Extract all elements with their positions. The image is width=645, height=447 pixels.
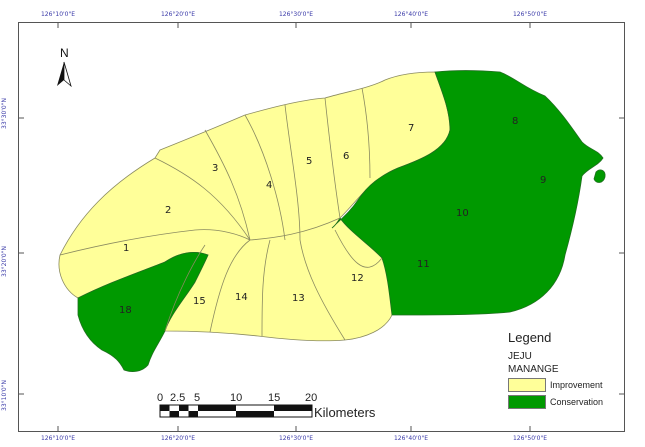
legend-item-improvement: Improvement [508,378,628,392]
longitude-label-top: 126°40'0"E [393,11,429,18]
scale-unit-label: Kilometers [314,405,376,420]
legend-item-conservation: Conservation [508,395,628,409]
frame-ticks [18,22,625,432]
zone-label: 11 [417,259,430,270]
conservation-islet [593,169,606,183]
zone-label: 6 [343,151,349,162]
longitude-label-bottom: 126°40'0"E [393,435,429,442]
zone-label: 14 [235,292,248,303]
longitude-label-bottom: 126°10'0"E [40,435,76,442]
scale-tick-label: 15 [268,392,280,404]
zone-label: 10 [456,208,469,219]
longitude-label-top: 126°30'0"E [278,11,314,18]
zone-label: 4 [266,180,272,191]
longitude-label-top: 126°20'0"E [160,11,196,18]
scale-tick-label: 10 [230,392,242,404]
scale-tick-label: 5 [194,392,200,404]
zone-label: 1 [123,243,129,254]
legend-field-name: MANANGE [508,364,559,375]
legend-item-label: Improvement [550,380,603,390]
legend-title: Legend [508,330,552,345]
legend: Legend JEJU MANANGE Improvement Conserva… [508,330,628,409]
zone-label: 3 [212,163,218,174]
scale-tick-label: 0 [157,392,163,404]
zone-label: 7 [408,123,414,134]
scale-tick-label: 20 [305,392,317,404]
north-arrow-icon [57,61,72,88]
zone-label: 13 [292,293,305,304]
legend-swatch-improvement [508,378,546,392]
zone-label: 2 [165,205,171,216]
zone-label: 8 [512,116,518,127]
zone-label: 18 [119,305,132,316]
legend-swatch-conservation [508,395,546,409]
scale-tick-label: 2.5 [170,392,185,404]
zone-label: 12 [351,273,364,284]
scale-bar [159,404,313,418]
zone-label: 15 [193,296,206,307]
longitude-label-bottom: 126°30'0"E [278,435,314,442]
zone-label: 9 [540,175,546,186]
legend-layer-name: JEJU [508,351,532,362]
zone-boundaries [59,87,383,341]
longitude-label-bottom: 126°50'0"E [512,435,548,442]
north-arrow-label: N [60,46,69,60]
longitude-label-top: 126°10'0"E [40,11,76,18]
longitude-label-bottom: 126°20'0"E [160,435,196,442]
longitude-label-top: 126°50'0"E [512,11,548,18]
conservation-region-east [331,70,604,316]
zone-label: 5 [306,156,312,167]
legend-item-label: Conservation [550,397,604,407]
